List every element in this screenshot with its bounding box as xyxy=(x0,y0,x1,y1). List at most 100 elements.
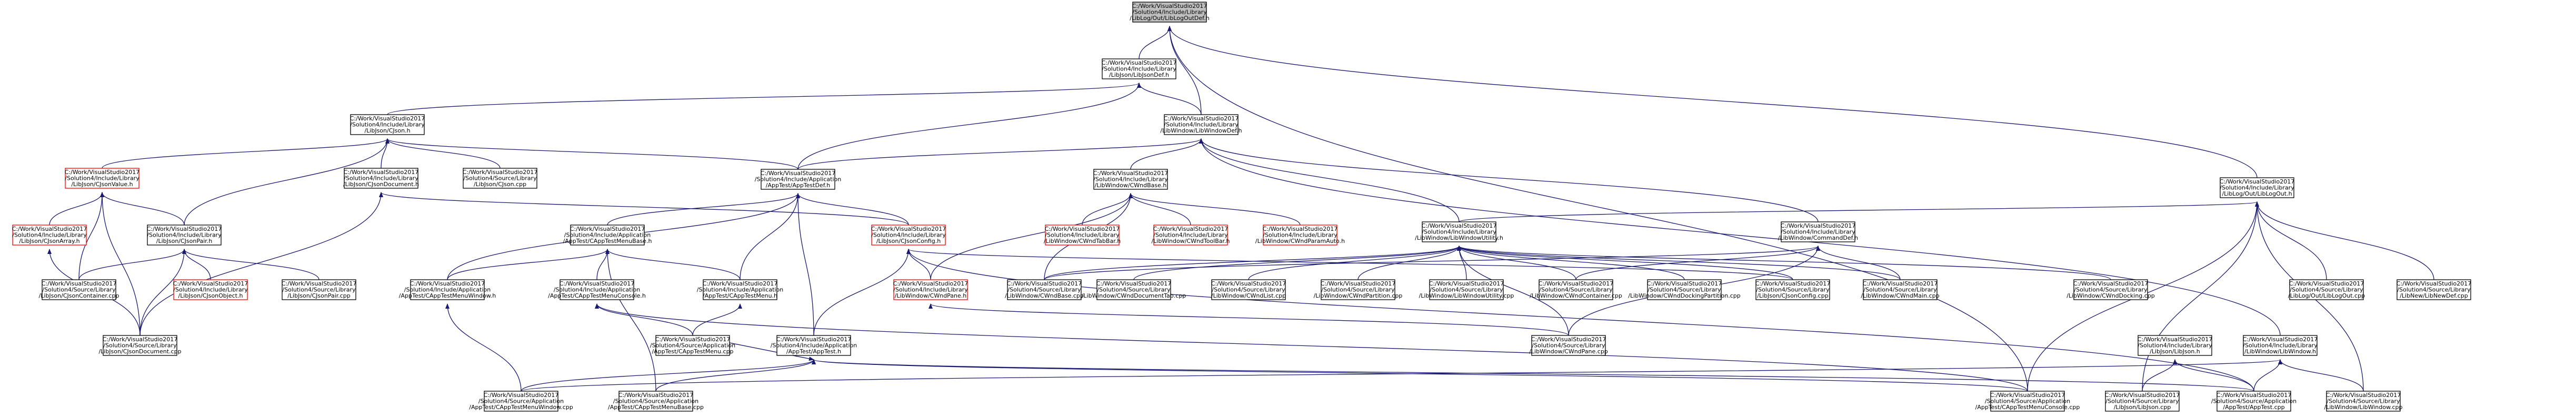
node-label-line: C:/Work/VisualStudio2017 xyxy=(147,226,222,232)
file-node[interactable]: C:/Work/VisualStudio2017/Solution4/Inclu… xyxy=(1044,225,1121,246)
file-node[interactable]: C:/Work/VisualStudio2017/Solution4/Inclu… xyxy=(1415,221,1503,242)
file-node[interactable]: C:/Work/VisualStudio2017/Solution4/Sourc… xyxy=(1529,335,1608,356)
node-label-line: /LibWindow/CWndToolBar.h xyxy=(1151,238,1230,244)
file-node[interactable]: C:/Work/VisualStudio2017/Solution4/Sourc… xyxy=(1628,279,1741,300)
dependency-edges xyxy=(47,26,2434,392)
dependency-edge xyxy=(1199,138,1460,222)
file-node[interactable]: C:/Work/VisualStudio2017/Solution4/Inclu… xyxy=(343,168,419,189)
file-node[interactable]: C:/Work/VisualStudio2017/Solution4/Inclu… xyxy=(1102,58,1177,79)
file-node[interactable]: C:/Work/VisualStudio2017/Solution4/Inclu… xyxy=(771,335,857,356)
file-node[interactable]: C:/Work/VisualStudio2017/Solution4/Inclu… xyxy=(2220,177,2295,198)
file-node[interactable]: C:/Work/VisualStudio2017/Solution4/Sourc… xyxy=(1975,391,2080,412)
node-label-line: /Solution4/Include/Library xyxy=(2138,342,2212,349)
file-node[interactable]: C:/Work/VisualStudio2017/Solution4/Sourc… xyxy=(1530,279,1622,300)
file-node[interactable]: C:/Work/VisualStudio2017/Solution4/Sourc… xyxy=(1005,279,1084,300)
file-node[interactable]: C:/Work/VisualStudio2017/Solution4/Inclu… xyxy=(1255,225,1345,246)
node-label-line: /LibWindow/CWndBase.cpp xyxy=(1005,292,1084,299)
dependency-edge xyxy=(100,192,185,226)
file-node[interactable]: C:/Work/VisualStudio2017/Solution4/Sourc… xyxy=(282,279,357,300)
node-box xyxy=(1781,221,1855,242)
node-label-line: /Solution4/Include/Library xyxy=(1102,66,1176,73)
file-node[interactable]: C:/Work/VisualStudio2017/Solution4/Sourc… xyxy=(469,391,573,412)
file-node[interactable]: C:/Work/VisualStudio2017/Solution4/Sourc… xyxy=(2105,391,2180,412)
node-label-line: /Solution4/Source/Library xyxy=(2105,398,2179,405)
file-node[interactable]: C:/Work/VisualStudio2017/Solution4/Inclu… xyxy=(697,279,783,300)
file-node[interactable]: C:/Work/VisualStudio2017/Solution4/Inclu… xyxy=(755,169,841,190)
node-box xyxy=(1164,114,1239,135)
node-label-line: /Solution4/Include/Library xyxy=(350,121,425,128)
file-node[interactable]: C:/Work/VisualStudio2017/Solution4/Inclu… xyxy=(548,279,646,300)
file-node[interactable]: C:/Work/VisualStudio2017/Solution4/Sourc… xyxy=(98,335,182,356)
file-node[interactable]: C:/Work/VisualStudio2017/Solution4/Sourc… xyxy=(2066,279,2155,300)
node-label-line: /LibLog/Out/LibLogOut.h xyxy=(2222,190,2292,197)
file-node[interactable]: C:/Work/VisualStudio2017/Solution4/Sourc… xyxy=(1211,279,1286,300)
node-label-line: /LibWindow/CommandDef.h xyxy=(1778,235,1858,241)
file-node[interactable]: C:/Work/VisualStudio2017/Solution4/Inclu… xyxy=(147,225,222,246)
file-node[interactable]: C:/Work/VisualStudio2017/Solution4/Inclu… xyxy=(893,279,969,300)
node-label-line: /Solution4/Include/Application xyxy=(564,232,651,239)
node-label-line: /LibJson/CJson.h xyxy=(364,127,410,134)
node-label-line: /LibWindow/CWndPane.h xyxy=(895,292,967,299)
node-label-line: C:/Work/VisualStudio2017 xyxy=(344,169,419,176)
dependency-edge xyxy=(812,359,2028,392)
node-label-line: C:/Work/VisualStudio2017 xyxy=(1102,59,1177,66)
node-label-line: /AppTest/AppTest.cpp xyxy=(2223,404,2284,411)
file-node[interactable]: C:/Work/VisualStudio2017/Solution4/Sourc… xyxy=(463,168,538,189)
dependency-edge xyxy=(1167,26,1202,115)
node-label-line: C:/Work/VisualStudio2017 xyxy=(282,280,357,287)
dependency-edge xyxy=(184,138,390,226)
file-node[interactable]: C:/Work/VisualStudio2017/Solution4/Sourc… xyxy=(1314,279,1403,300)
node-label-line: /LibJson/CJsonDocument.h xyxy=(343,181,419,188)
node-label-line: /Solution4/Source/Library xyxy=(1532,342,1605,349)
node-label-line: C:/Work/VisualStudio2017 xyxy=(2138,336,2213,343)
file-node[interactable]: C:/Work/VisualStudio2017/Solution4/Inclu… xyxy=(1130,2,1210,23)
file-node[interactable]: C:/Work/VisualStudio2017/Solution4/Inclu… xyxy=(350,114,425,135)
file-node[interactable]: C:/Work/VisualStudio2017/Solution4/Inclu… xyxy=(1778,221,1858,242)
node-box xyxy=(42,279,116,300)
dependency-edge xyxy=(2255,201,2434,280)
file-node[interactable]: C:/Work/VisualStudio2017/Solution4/Inclu… xyxy=(65,168,140,189)
file-node[interactable]: C:/Work/VisualStudio2017/Solution4/Sourc… xyxy=(1419,279,1514,300)
file-node[interactable]: C:/Work/VisualStudio2017/Solution4/Inclu… xyxy=(2243,335,2318,356)
file-node[interactable]: C:/Work/VisualStudio2017/Solution4/Sourc… xyxy=(608,391,704,412)
file-node[interactable]: C:/Work/VisualStudio2017/Solution4/Inclu… xyxy=(563,225,652,246)
file-node[interactable]: C:/Work/VisualStudio2017/Solution4/Sourc… xyxy=(650,335,735,356)
dependency-edge xyxy=(2278,359,2364,392)
file-node[interactable]: C:/Work/VisualStudio2017/Solution4/Sourc… xyxy=(1755,279,1831,300)
dependency-edge xyxy=(1199,138,1819,222)
file-node[interactable]: C:/Work/VisualStudio2017/Solution4/Inclu… xyxy=(399,279,496,300)
node-label-line: C:/Work/VisualStudio2017 xyxy=(1263,226,1338,232)
dependency-edge xyxy=(595,303,2028,392)
dependency-edge xyxy=(2255,201,2327,280)
node-label-line: /LibLog/Out/LibLogOut.cpp xyxy=(2288,292,2365,299)
file-node[interactable]: C:/Work/VisualStudio2017/Solution4/Inclu… xyxy=(1151,225,1230,246)
file-node[interactable]: C:/Work/VisualStudio2017/Solution4/Sourc… xyxy=(2397,279,2472,300)
node-label-line: C:/Work/VisualStudio2017 xyxy=(1007,280,1082,287)
file-node[interactable]: C:/Work/VisualStudio2017/Solution4/Sourc… xyxy=(2324,391,2403,412)
file-node[interactable]: C:/Work/VisualStudio2017/Solution4/Sourc… xyxy=(39,279,119,300)
file-node[interactable]: C:/Work/VisualStudio2017/Solution4/Inclu… xyxy=(2138,335,2213,356)
dependency-edge xyxy=(740,193,800,280)
node-box xyxy=(871,225,946,246)
file-node[interactable]: C:/Work/VisualStudio2017/Solution4/Sourc… xyxy=(1861,279,1940,300)
dependency-edge xyxy=(1199,138,2281,336)
file-node[interactable]: C:/Work/VisualStudio2017/Solution4/Inclu… xyxy=(1160,114,1242,135)
file-node[interactable]: C:/Work/VisualStudio2017/Solution4/Sourc… xyxy=(1082,279,1186,300)
node-label-line: /AppTest/AppTest.h xyxy=(786,348,841,355)
node-box xyxy=(1531,335,1606,356)
node-label-line: C:/Work/VisualStudio2017 xyxy=(2220,178,2295,185)
file-node[interactable]: C:/Work/VisualStudio2017/Solution4/Inclu… xyxy=(173,279,248,300)
node-box xyxy=(1045,225,1120,246)
node-label-line: C:/Work/VisualStudio2017 xyxy=(618,392,694,399)
dependency-edge xyxy=(1457,246,1569,336)
file-node[interactable]: C:/Work/VisualStudio2017/Solution4/Inclu… xyxy=(1093,169,1169,190)
node-box xyxy=(1863,279,1938,300)
dependency-edge xyxy=(1816,246,1901,280)
dependency-edge xyxy=(906,249,1793,280)
node-label-line: /Solution4/Source/Library xyxy=(42,287,116,293)
file-node[interactable]: C:/Work/VisualStudio2017/Solution4/Inclu… xyxy=(12,225,87,246)
file-node[interactable]: C:/Work/VisualStudio2017/Solution4/Inclu… xyxy=(871,225,946,246)
file-node[interactable]: C:/Work/VisualStudio2017/Solution4/Sourc… xyxy=(2288,279,2365,300)
node-label-line: /Solution4/Source/Library xyxy=(2290,287,2363,293)
file-node[interactable]: C:/Work/VisualStudio2017/Solution4/Sourc… xyxy=(2211,391,2297,412)
